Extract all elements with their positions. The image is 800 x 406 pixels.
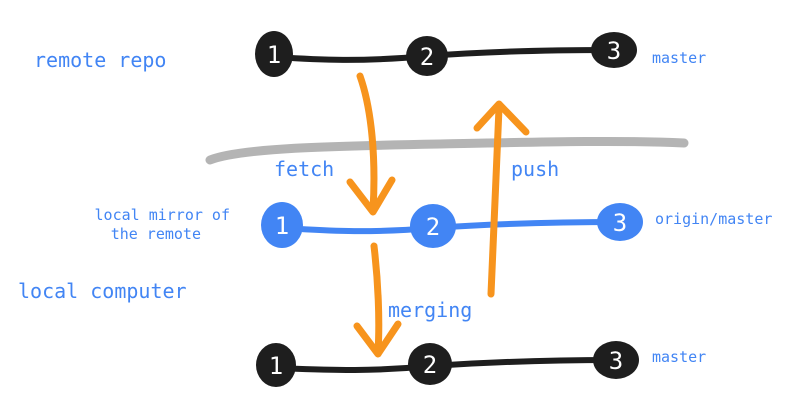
mirror-commit-node-3: 3 <box>597 203 643 241</box>
remote-commit-node-3: 3 <box>591 32 637 68</box>
remote-commit-label-1: 1 <box>267 41 281 69</box>
section-label-local-mirror-line1: local mirror of <box>95 206 230 224</box>
remote-commit-node-2: 2 <box>406 36 448 76</box>
mirror-commit-node-2: 2 <box>410 204 456 248</box>
fetch-arrow-icon <box>346 72 396 216</box>
remote-commit-label-2: 2 <box>420 43 434 71</box>
local-commit-label-2: 2 <box>423 351 437 379</box>
operation-label-merging: merging <box>388 298 472 322</box>
local-commit-label-1: 1 <box>269 352 283 380</box>
remote-commit-node-1: 1 <box>255 31 293 77</box>
branch-label-remote-master: master <box>652 49 706 67</box>
remote-commit-label-3: 3 <box>607 37 621 65</box>
operation-label-push: push <box>511 157 559 181</box>
section-label-local-computer: local computer <box>18 279 187 303</box>
mirror-commit-label-1: 1 <box>275 212 289 240</box>
merge-arrow-icon <box>353 242 402 358</box>
mirror-commit-label-2: 2 <box>426 213 440 241</box>
section-label-remote-repo: remote repo <box>34 48 166 72</box>
local-commit-label-3: 3 <box>609 347 623 375</box>
branch-label-origin-master: origin/master <box>655 210 772 228</box>
mirror-commit-label-3: 3 <box>613 209 627 237</box>
push-arrow-icon <box>473 100 530 298</box>
section-label-local-mirror-line2: the remote <box>111 225 201 243</box>
local-commit-node-2: 2 <box>408 343 452 385</box>
branch-label-local-master: master <box>652 348 706 366</box>
remote-local-divider <box>205 136 689 165</box>
local-commit-node-3: 3 <box>593 341 639 379</box>
local-commit-node-1: 1 <box>256 343 296 387</box>
operation-label-fetch: fetch <box>274 157 334 181</box>
mirror-commit-node-1: 1 <box>261 202 303 248</box>
